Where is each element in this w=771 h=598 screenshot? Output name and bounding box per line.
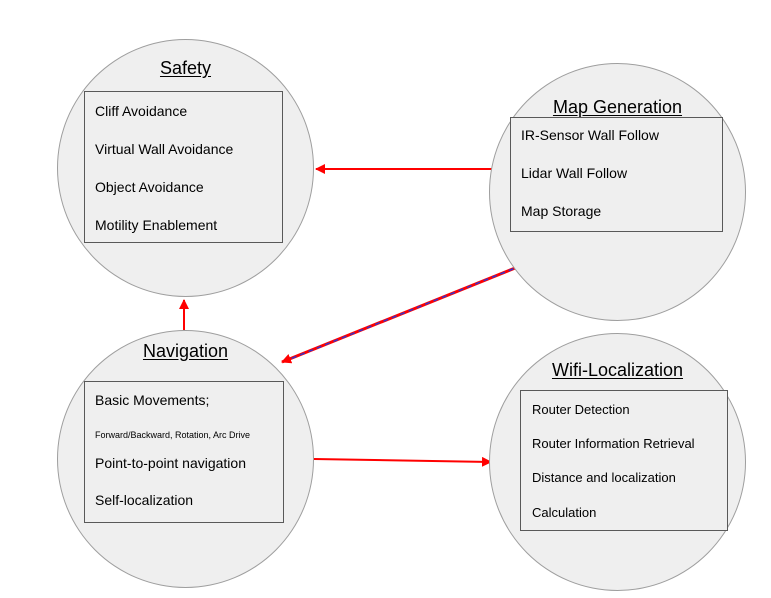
map-generation-item: IR-Sensor Wall Follow (521, 127, 659, 143)
navigation-item: Point-to-point navigation (95, 455, 246, 471)
safety-item: Virtual Wall Avoidance (95, 141, 234, 157)
map-generation-item: Lidar Wall Follow (521, 165, 628, 181)
arrow-navigation-to-wifi (313, 456, 492, 467)
safety-title: Safety (159, 58, 212, 78)
safety-list-box (84, 91, 283, 243)
wifi-localization-item: Router Detection (532, 402, 630, 417)
arrow-map-to-navigation (281, 260, 531, 364)
map-generation-title: Map Generation (552, 97, 683, 117)
navigation-item: Self-localization (95, 492, 194, 508)
wifi-localization-item: Calculation (532, 505, 597, 520)
safety-item: Object Avoidance (95, 179, 204, 195)
navigation-item: Basic Movements; (95, 392, 210, 408)
map-generation-item: Map Storage (521, 203, 602, 219)
map-generation-list-box (510, 117, 723, 232)
navigation-item-detail: Forward/Backward, Rotation, Arc Drive (95, 430, 251, 440)
safety-item: Motility Enablement (95, 217, 218, 233)
wifi-localization-title: Wifi-Localization (551, 360, 684, 380)
navigation-list-box (84, 381, 284, 523)
wifi-localization-item: Router Information Retrieval (532, 436, 695, 451)
wifi-localization-list-box (520, 390, 728, 531)
arrow-map-to-navigation-stripe (289, 261, 531, 360)
navigation-title: Navigation (142, 341, 229, 361)
wifi-localization-item: Distance and localization (532, 470, 676, 485)
safety-item: Cliff Avoidance (95, 103, 188, 119)
